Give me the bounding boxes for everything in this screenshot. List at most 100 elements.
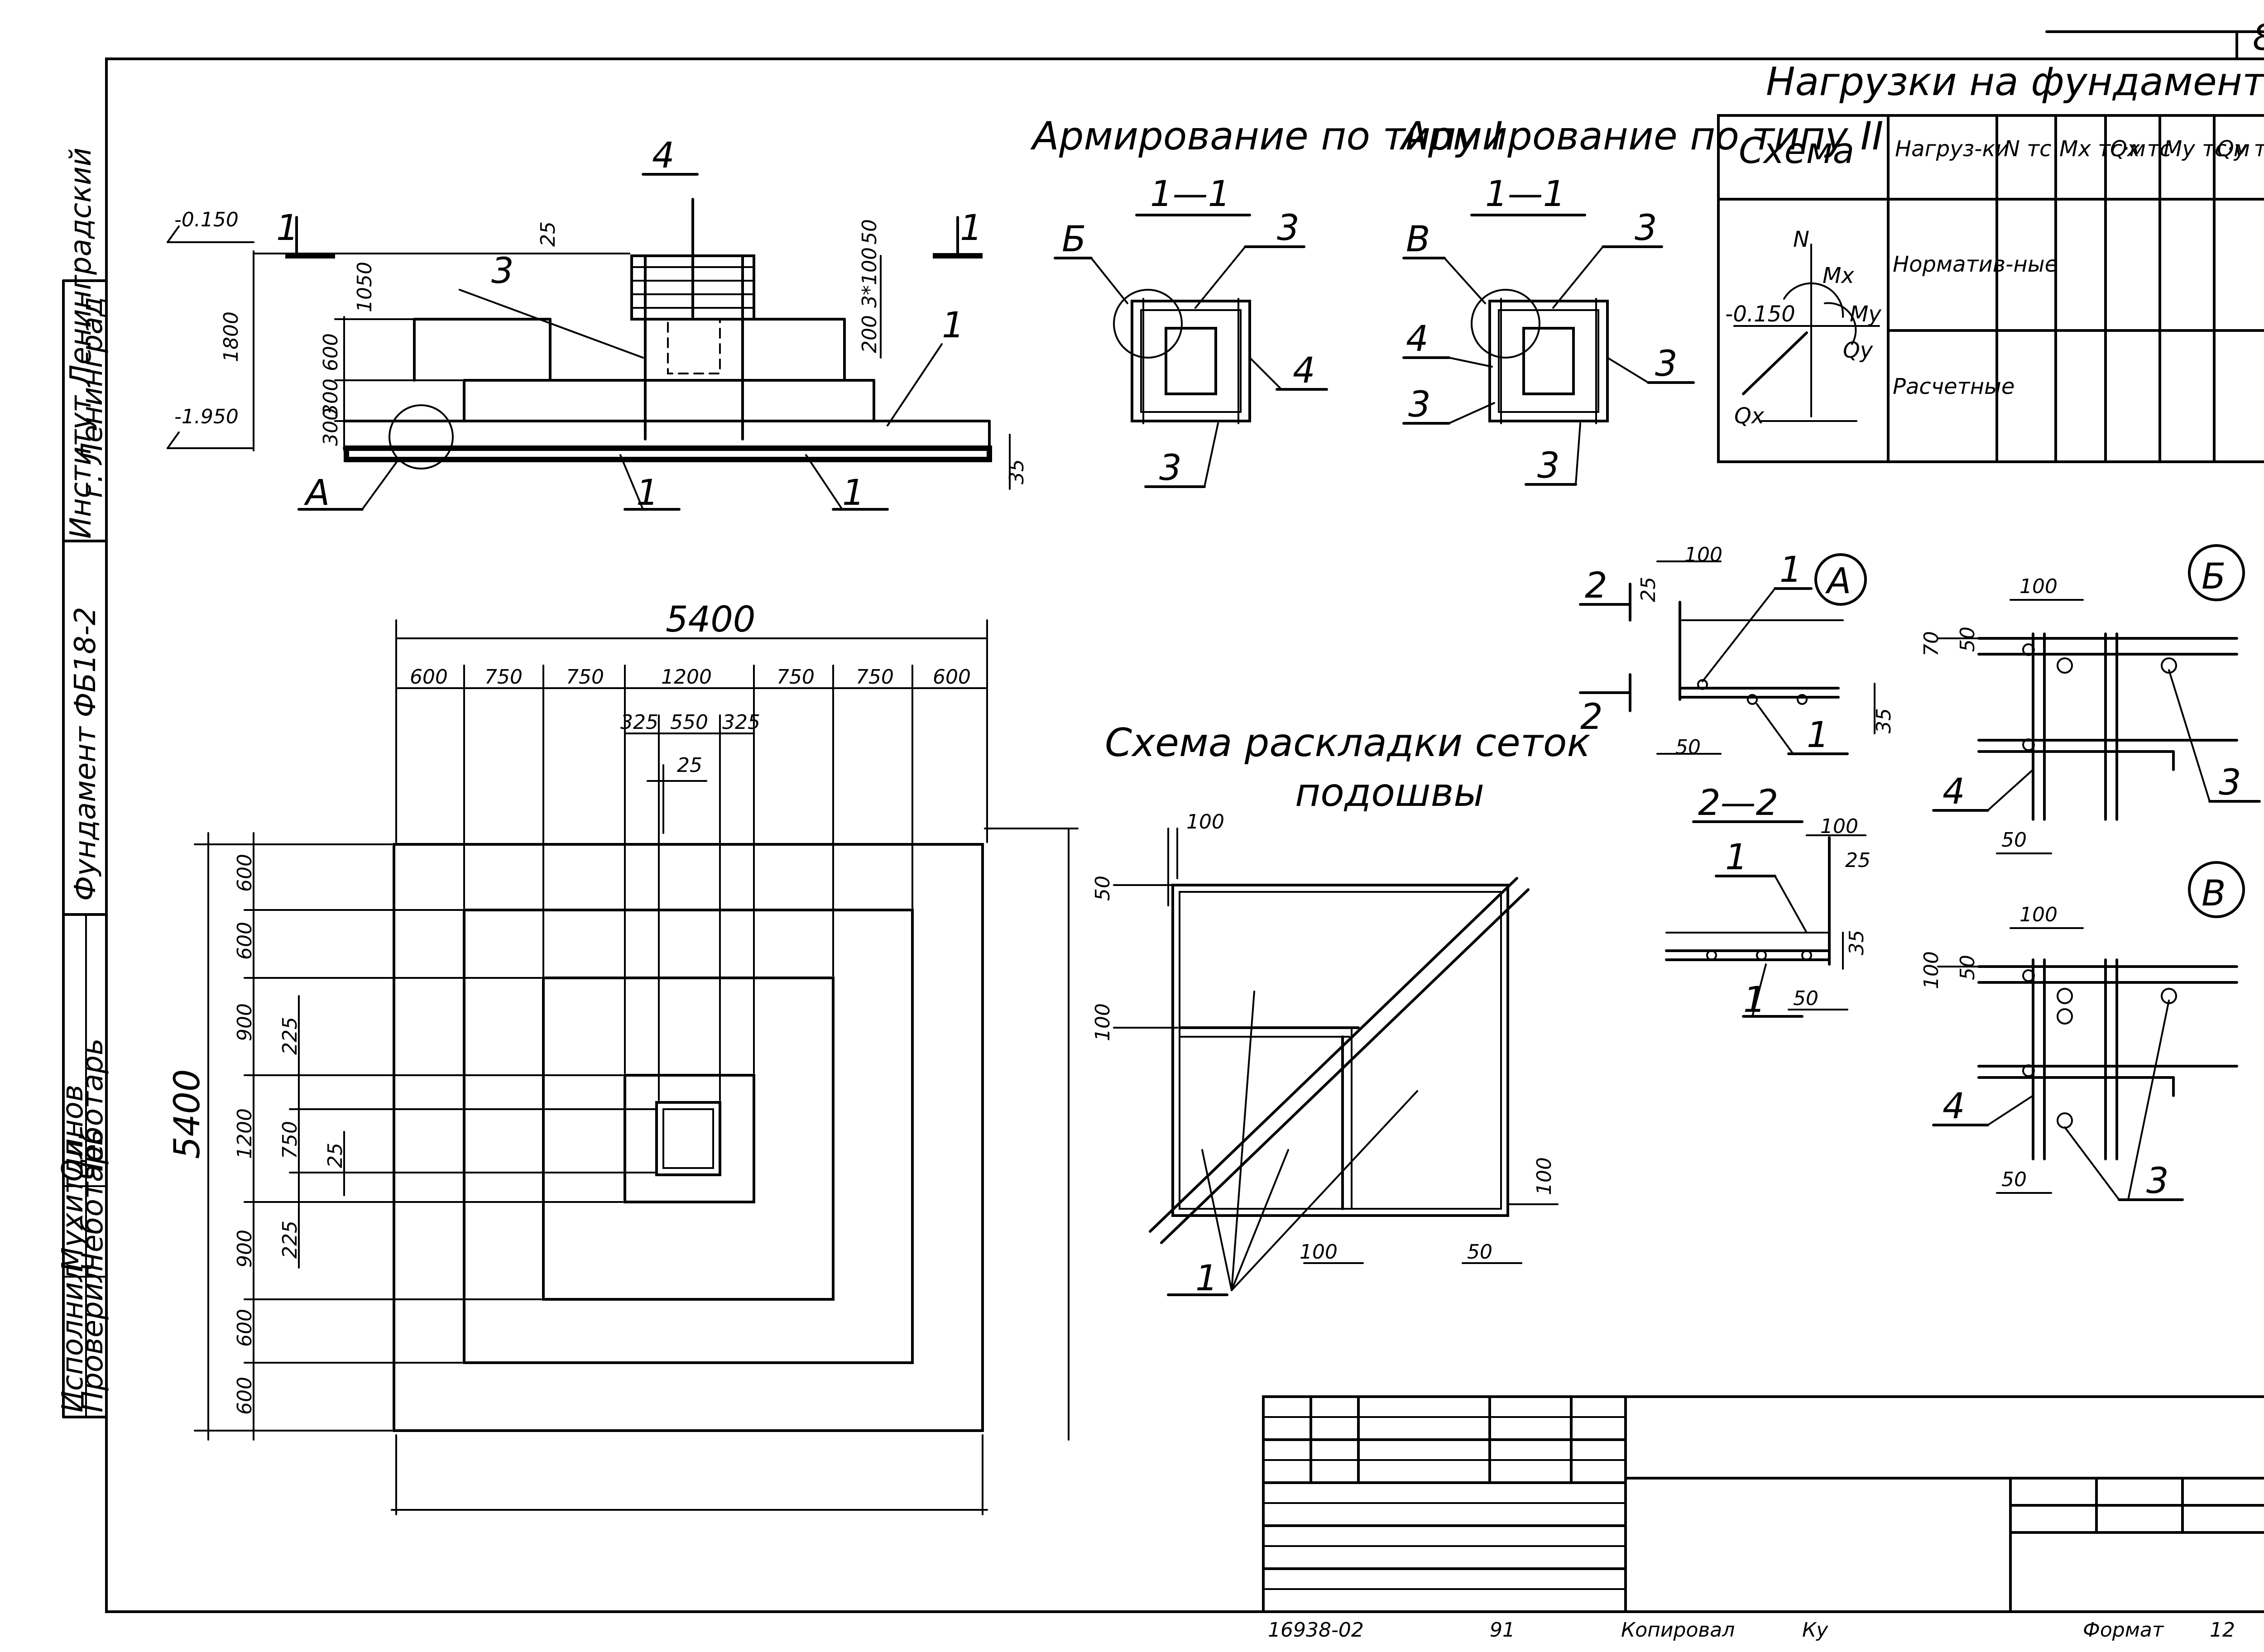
section-view: 1 1 -0.150 -1.950 1800 1050 600 300 300 … [167,135,1028,513]
loads-table-header-n: N тс [2004,136,2052,162]
loads-scheme-n: N [1793,227,1809,252]
detail-v-dim-100-left: 100 [1920,951,1943,989]
detail-v-callout-3: 3 [2146,1161,2169,1202]
plan-left-dim-4: 1200 [233,1108,256,1159]
page-number: 80 [2253,18,2264,58]
detail-v-dim-100: 100 [2019,903,2058,926]
callout-a: A [303,473,330,513]
footer-format: Формат [2083,1618,2164,1642]
plan-left-dim-5: 900 [233,1230,256,1268]
loads-scheme-elevation: -0.150 [1725,302,1795,327]
callout-1-right: 1 [942,305,964,346]
type-two-callout-3-bottom: 3 [1537,445,1560,486]
dim-left-4: 300 [319,378,342,417]
plan-left-inner-1: 225 [278,1017,302,1055]
mesh-callout-1: 1 [1195,1258,1218,1299]
dim-right-2: 3*100 [858,247,881,308]
footer-drawing-number: 16938-02 [1268,1618,1364,1642]
detail-a-dim-35: 35 [1872,708,1895,733]
elevation-top: -0.150 [174,208,239,231]
loads-table-header-qy: Qy тс [2217,136,2264,162]
footer-copied: Копировал [1621,1618,1735,1642]
detail-b-dim-50-bottom: 50 [2001,828,2027,852]
mesh-dim-2: 50 [1091,876,1114,901]
dim-right-3: 200 [858,315,881,353]
type-two-callout-4: 4 [1406,319,1429,359]
callout-1-mid: 1 [636,473,659,513]
plan-left-small: 25 [324,1143,347,1168]
detail-b-dim-100: 100 [2019,575,2058,598]
detail-b-callout-3: 3 [2219,762,2241,803]
type-two-callout-3-right: 3 [1655,344,1678,384]
callout-4: 4 [652,135,675,176]
plan-overall-height: 5400 [167,1069,208,1159]
detail-a-callout-1-top: 1 [1780,550,1802,590]
stamp-organization: Институт Ленинградский [64,148,98,539]
callout-1-right-bottom: 1 [842,473,865,513]
loads-table-header-my: My тс·м [2163,136,2250,162]
title-block: 16938-02 91 Копировал Ку Формат 12 [1262,1395,2264,1642]
loads-table-row-design: Расчетные [1893,374,2015,399]
loads-table-header-mx: Mx тс·м [2059,136,2146,162]
detail-v-callout-4: 4 [1943,1086,1965,1127]
detail-a-dim-100: 100 [1684,543,1722,566]
dim-right-1: 50 [858,219,881,244]
type-two-callout-3-top: 3 [1635,208,1657,249]
detail-b: Б 100 50 70 50 4 3 [1920,544,2261,854]
loads-table-row-normative: Норматив-ные [1893,252,2058,277]
plan-top-inner-3: 325 [722,711,760,734]
reinforcement-type-two: Армирование по типу II 1—1 В 3 4 3 3 3 [1399,114,1884,486]
detail-b-dim-50: 50 [1956,627,1979,652]
detail-v-mark: В [2202,873,2226,914]
type-one-callout-3-bottom: 3 [1159,448,1182,488]
mesh-dim-1: 100 [1186,810,1224,833]
type-one-callout-3-top: 3 [1277,208,1300,249]
dim-left-3: 600 [319,333,342,371]
mesh-layout: Схема раскладки сеток подошвы 100 50 100… [1091,720,1590,1299]
mesh-title-line-1: Схема раскладки сеток [1105,720,1590,766]
section-two-title: 2—2 [1698,783,1778,824]
plan-left-dim-7: 600 [233,1377,256,1415]
plan-left-dim-1: 600 [233,854,256,892]
type-one-title: Армирование по типу I [1030,114,1503,159]
section-mark-left: 1 [276,208,299,249]
detail-a-dim-50: 50 [1675,736,1701,759]
loads-scheme-qx: Qx [1734,403,1765,429]
elevation-bottom: -1.950 [174,405,239,428]
plan-top-dim-7: 600 [933,666,971,689]
dim-left-1: 1800 [220,311,243,362]
loads-table-header-qx: Qx тс [2110,136,2172,162]
footer-sheet: 91 [1490,1618,1515,1642]
plan-top-dim-3: 750 [566,666,604,689]
section-two-dim-35: 35 [1845,930,1868,955]
detail-b-dim-70: 70 [1920,631,1943,656]
loads-table: Нагрузки на фундамент Схема Нагруз-ки N … [1717,59,2264,463]
plan-top-dim-5: 750 [777,666,815,689]
section-two-callout-1-bottom: 1 [1743,980,1766,1020]
section-mark-right: 1 [960,208,983,249]
section-two-callout-1-top: 1 [1725,837,1748,878]
plan-top-dim-6: 750 [856,666,894,689]
footer-checked: Ку [1802,1618,1828,1642]
stamp-name-2: Чеботарь [76,1129,110,1272]
loads-scheme-qy: Qy [1843,338,1873,363]
detail-a-mark: А [1825,561,1851,602]
stamp-signature-2: Чеботарь [76,1038,110,1182]
plan-overall-width: 5400 [666,599,756,640]
plan-top-inner-2: 550 [670,711,708,734]
dim-left-2: 1050 [353,262,376,312]
sheet-frame: 80 [105,18,2264,1613]
detail-a-dim-25: 25 [1637,577,1660,602]
plan-left-dim-3: 900 [233,1003,256,1041]
plan-top-small: 25 [677,754,702,777]
mesh-title-line-2: подошвы [1295,770,1484,815]
type-one-section: 1—1 [1150,174,1230,215]
type-one-callout-4: 4 [1293,350,1315,391]
mesh-dim-3: 100 [1091,1003,1114,1041]
loads-scheme-my: My [1850,302,1881,327]
dim-left-5: 300 [319,408,342,446]
type-two-callout-3-left: 3 [1408,384,1431,425]
footer-format-number: 12 [2210,1618,2235,1642]
section-two-dim-100: 100 [1820,815,1858,838]
stamp-title: Фундамент ФБ18-2 [69,607,102,901]
